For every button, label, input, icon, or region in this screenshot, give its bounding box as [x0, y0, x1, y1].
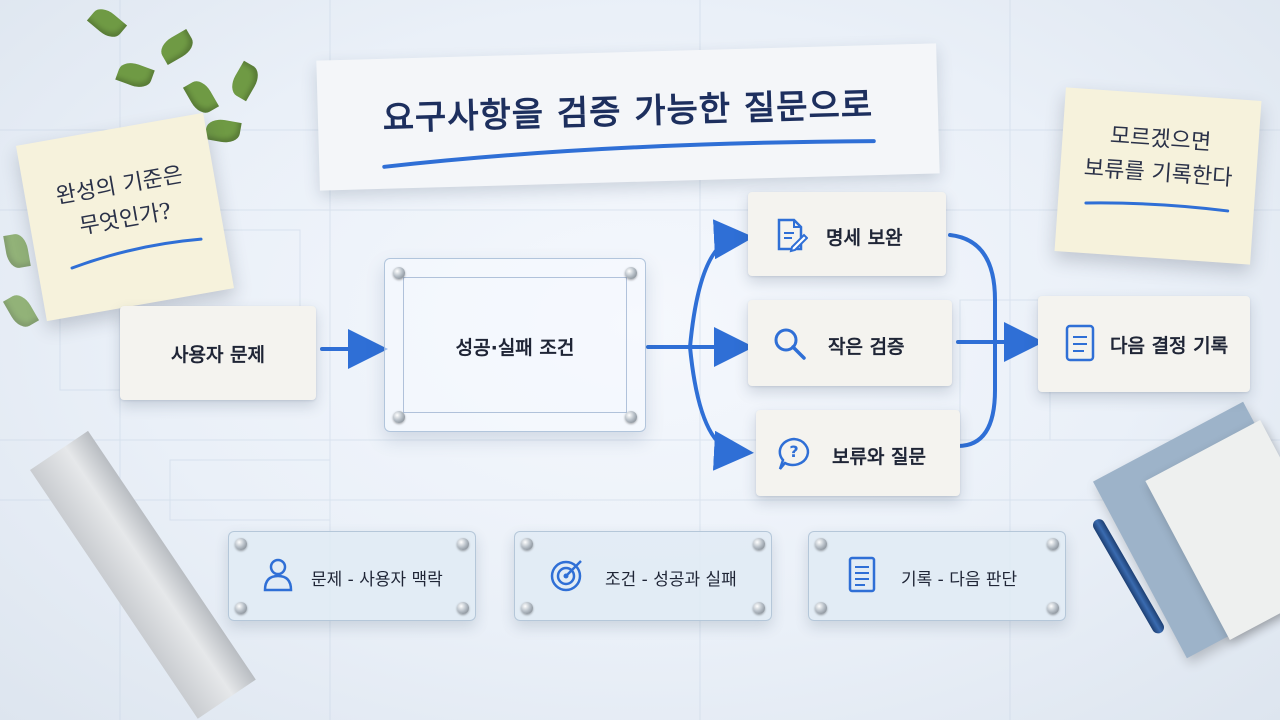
document-list-icon: [848, 556, 876, 593]
branch-card-spec: 명세 보완: [748, 192, 946, 276]
question-bubble-icon: ?: [778, 437, 810, 470]
document-edit-icon: [777, 218, 808, 253]
screw: [1047, 538, 1059, 550]
screw: [625, 267, 637, 279]
end-label: 다음 결정 기록: [1110, 335, 1229, 357]
screw: [625, 411, 637, 423]
plaque-label-problem: 문제 - 사용자 맥락: [311, 570, 443, 590]
glass-inner-frame: [403, 277, 627, 413]
screw: [235, 602, 247, 614]
screw: [457, 538, 469, 550]
arrow-to-hold: [688, 345, 754, 471]
plaque-problem: 문제 - 사용자 맥락: [228, 531, 476, 621]
arrow-to-spec: [688, 219, 754, 349]
branch-card-verify: 작은 검증: [748, 300, 952, 386]
branch-label-spec: 명세 보완: [826, 227, 903, 249]
sticky-note-right: 모르겠으면 보류를 기록한다: [1054, 87, 1262, 265]
start-card: 사용자 문제: [120, 306, 316, 400]
start-label: 사용자 문제: [170, 344, 265, 366]
screw: [521, 538, 533, 550]
screw: [393, 267, 405, 279]
note-left-underline: [70, 237, 203, 270]
plaque-label-record: 기록 - 다음 판단: [901, 570, 1018, 590]
magnifier-icon: [774, 328, 806, 360]
plaque-label-condition: 조건 - 성공과 실패: [605, 570, 737, 590]
plaque-condition: 조건 - 성공과 실패: [514, 531, 772, 621]
sticky-note-left: 완성의 기준은 무엇인가?: [15, 112, 235, 322]
branch-label-verify: 작은 검증: [828, 336, 905, 358]
title-underline: [382, 139, 876, 169]
plaque-record: 기록 - 다음 판단: [808, 531, 1066, 621]
screw: [1047, 602, 1059, 614]
target-icon: [550, 560, 582, 592]
screw: [753, 538, 765, 550]
svg-text:?: ?: [789, 442, 798, 461]
screw: [521, 602, 533, 614]
end-card: 다음 결정 기록: [1038, 296, 1250, 392]
screw: [457, 602, 469, 614]
title-card: 요구사항을 검증 가능한 질문으로: [316, 43, 940, 191]
user-icon: [263, 558, 293, 592]
screw: [753, 602, 765, 614]
branch-label-hold: 보류와 질문: [832, 446, 927, 468]
screw: [393, 411, 405, 423]
screw: [815, 602, 827, 614]
condition-glass-panel: 성공·실패 조건: [384, 258, 646, 432]
note-right-underline: [1084, 201, 1230, 213]
note-list-icon: [1065, 324, 1095, 362]
branch-card-hold: ? 보류와 질문: [756, 410, 960, 496]
screw: [235, 538, 247, 550]
screw: [815, 538, 827, 550]
condition-label: 성공·실패 조건: [455, 337, 575, 359]
